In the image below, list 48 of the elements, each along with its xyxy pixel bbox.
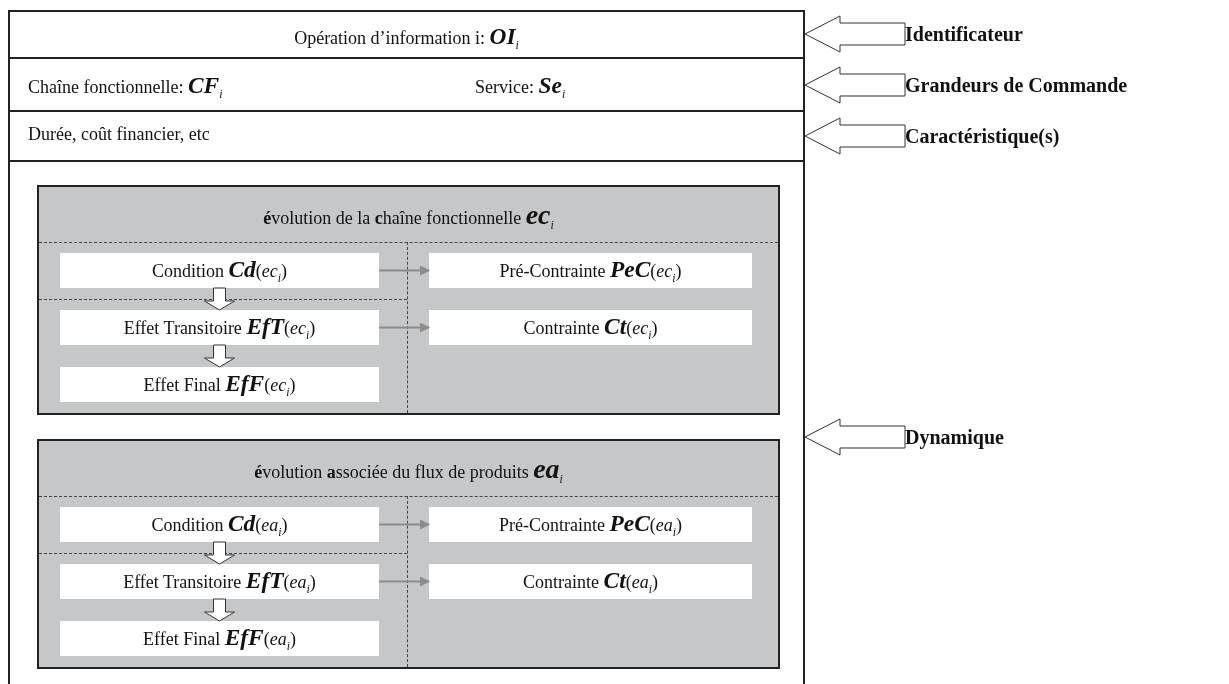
label-text: Effet Final EfF(ec$_{i}$): [143, 369, 296, 400]
label-text: Effet Transitoire EfT(ec$_{i}$): [123, 312, 316, 343]
block-arrow: [204, 541, 235, 565]
label-text: Condition Cd(ea$_{i}$): [151, 509, 288, 540]
text-box: [60, 367, 379, 402]
text-box: [60, 253, 379, 288]
block-arrow: [804, 418, 906, 456]
side-label: Caractéristique(s): [905, 124, 1060, 148]
row: [8, 57, 805, 112]
text-box: [429, 253, 752, 288]
block-arrow: [204, 287, 235, 311]
text-box: [429, 310, 752, 345]
label-text: Pré-Contrainte PeC(ea$_{i}$): [499, 509, 682, 540]
panel-heading: évolution associée du flux de produits ea$_{i}$: [253, 452, 564, 487]
side-label: Grandeurs de Commande: [905, 73, 1128, 97]
panel: [37, 439, 780, 669]
panel-heading: évolution de la chaîne fonctionnelle ec$_{i}$: [262, 198, 555, 233]
label-text: Service: Se$_{i}$: [475, 71, 566, 102]
block-arrow: [804, 117, 906, 155]
side-label: Dynamique: [905, 425, 1004, 449]
side-label: Identificateur: [905, 22, 1023, 46]
text-box: [429, 507, 752, 542]
text-box: [60, 310, 379, 345]
label-text: Condition Cd(ec$_{i}$): [151, 255, 287, 286]
header-row: [8, 10, 805, 59]
block-arrow: [204, 598, 235, 622]
panel: [37, 185, 780, 415]
text-box: [60, 564, 379, 599]
label-text: Pré-Contrainte PeC(ec$_{i}$): [499, 255, 682, 286]
label-text: Opération d’information i: OI$_{i}$: [293, 22, 520, 53]
row: [8, 110, 805, 162]
arrow: [378, 265, 430, 276]
label-text: Contrainte Ct(ec$_{i}$): [523, 312, 658, 343]
text-box: [60, 507, 379, 542]
arrow: [378, 322, 430, 333]
label-text: Chaîne fonctionnelle: CF$_{i}$: [28, 71, 223, 102]
text-box: [429, 564, 752, 599]
frame-section: [8, 160, 805, 684]
label-text: Effet Transitoire EfT(ea$_{i}$): [123, 566, 316, 597]
label-text: Durée, coût financier, etc: [28, 124, 210, 146]
arrow: [378, 576, 430, 587]
block-arrow: [804, 66, 906, 104]
label-text: Contrainte Ct(ea$_{i}$): [523, 566, 658, 597]
arrow: [378, 519, 430, 530]
block-arrow: [804, 15, 906, 53]
block-arrow: [204, 344, 235, 368]
text-box: [60, 621, 379, 656]
label-text: Effet Final EfF(ea$_{i}$): [143, 623, 296, 654]
